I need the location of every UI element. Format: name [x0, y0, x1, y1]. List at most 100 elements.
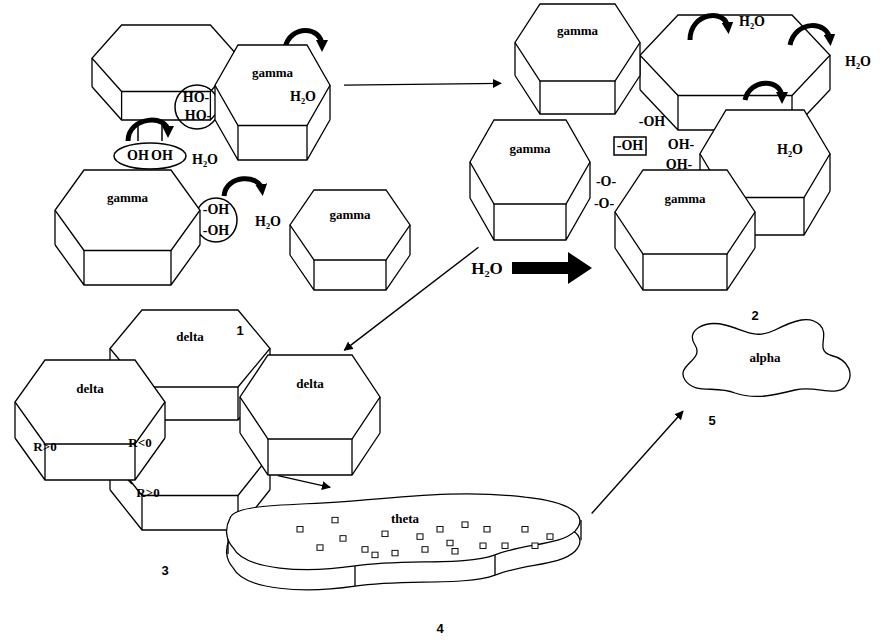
vacancy-square [480, 543, 486, 549]
surface-tick [161, 124, 163, 141]
step-number: 5 [708, 414, 715, 427]
prism-fill [240, 355, 380, 475]
prism-top-face [55, 170, 200, 251]
chemical-label: H₂O [192, 153, 218, 167]
prism-top-face [215, 45, 330, 126]
vacancy-square [297, 527, 303, 533]
chemical-label: H₂O [290, 90, 316, 104]
prism-fill [215, 45, 330, 160]
vacancy-square [382, 531, 388, 537]
theta-particle: theta [225, 488, 585, 598]
water-arrow [745, 83, 782, 100]
vacancy-square [437, 527, 443, 533]
chemical-label: OH- [666, 158, 692, 172]
prism-side [470, 162, 590, 240]
vacancy-square [317, 545, 323, 551]
prism-top-face [615, 170, 755, 254]
chemical-label: -O- [594, 197, 614, 211]
chemical-label: H₂O [471, 260, 503, 277]
phase-label: gamma [557, 23, 598, 39]
prism-side [290, 225, 410, 290]
chemical-label: -OH [203, 203, 229, 217]
chemical-label: -OH [617, 139, 643, 153]
chemical-label: HO- [183, 91, 209, 105]
step-number: 3 [161, 564, 168, 577]
prism-fill [515, 4, 640, 114]
gamma-crystallite: gamma [55, 170, 200, 285]
vacancy-square [362, 547, 368, 553]
water-arrow [690, 16, 728, 41]
transformation-arrow [278, 476, 330, 488]
prism-side [240, 397, 380, 475]
vacancy-square [417, 534, 423, 540]
prism-fill [615, 170, 755, 290]
step-number: 2 [751, 309, 758, 322]
prism-side [215, 85, 330, 160]
chemical-label: R>0 [33, 440, 56, 453]
transformation-arrow [592, 411, 683, 513]
crystallite-group [92, 15, 830, 530]
vacancy-square [484, 527, 490, 533]
gamma-crystallite: gamma [615, 170, 755, 290]
transformation-arrow [344, 83, 501, 85]
vacancy-square [452, 549, 458, 555]
particle-outline [225, 488, 585, 598]
vacancy-square [462, 522, 468, 528]
prism-top-face [470, 120, 590, 204]
phase-label: gamma [329, 207, 370, 223]
phase-label: delta [296, 376, 323, 392]
prism-top-face [15, 360, 165, 444]
chemical-label: H₂O [255, 215, 281, 229]
chemical-label: -O- [596, 175, 616, 189]
chemical-label: H₂O [845, 55, 871, 69]
particle-outline [515, 4, 640, 114]
vacancy-square [392, 550, 398, 556]
vacancy-square [332, 517, 338, 523]
water-block-arrow [512, 252, 592, 284]
chemical-label: OH [151, 149, 173, 163]
delta-crystallite: delta [240, 355, 380, 475]
prism-fill [470, 120, 590, 240]
vacancy-square [502, 543, 508, 549]
chemical-label: OH- [668, 138, 694, 152]
prism-fill [15, 360, 165, 480]
prism-top-face [240, 355, 380, 439]
gamma-crystallite: gamma [290, 190, 410, 290]
chemical-label: H₂O [777, 143, 803, 157]
chemical-label: OH [127, 149, 149, 163]
hydroxyl-ellipse [195, 198, 237, 242]
step-number: 1 [236, 324, 243, 337]
prism-fill [55, 170, 200, 285]
alpha-particle: alpha [675, 315, 855, 400]
phase-label: gamma [252, 65, 293, 81]
phase-label: gamma [107, 190, 148, 206]
vacancy-square [422, 547, 428, 553]
particle-face [227, 494, 580, 570]
hydroxyl-ellipse [114, 143, 186, 169]
gamma-crystallite: gamma [470, 120, 590, 240]
prism-side [515, 43, 640, 115]
phase-label: gamma [509, 141, 550, 157]
particle-outline [470, 120, 590, 240]
vacancy-square [447, 540, 453, 546]
prism-fill [290, 190, 410, 290]
particle-outline-path [683, 320, 850, 397]
vacancy-square [372, 552, 378, 558]
vacancy-square [340, 536, 346, 542]
vacancy-square [522, 527, 528, 533]
particle-outline [55, 170, 200, 285]
step-number: 4 [436, 622, 443, 635]
particle-outline [240, 355, 380, 475]
hydroxyl-box [614, 137, 646, 155]
chemical-label: -OH [639, 115, 665, 129]
prism-top-face [640, 15, 830, 96]
gamma-crystallite: gamma [515, 4, 640, 114]
chemical-label: H₂O [739, 15, 765, 29]
chemical-label: R<0 [128, 436, 151, 449]
hydroxyl-ellipse [175, 85, 219, 129]
prism-top-face [515, 4, 640, 81]
phase-label: alpha [749, 350, 780, 366]
chemical-label: -OH [203, 224, 229, 238]
prism-side [55, 210, 200, 285]
